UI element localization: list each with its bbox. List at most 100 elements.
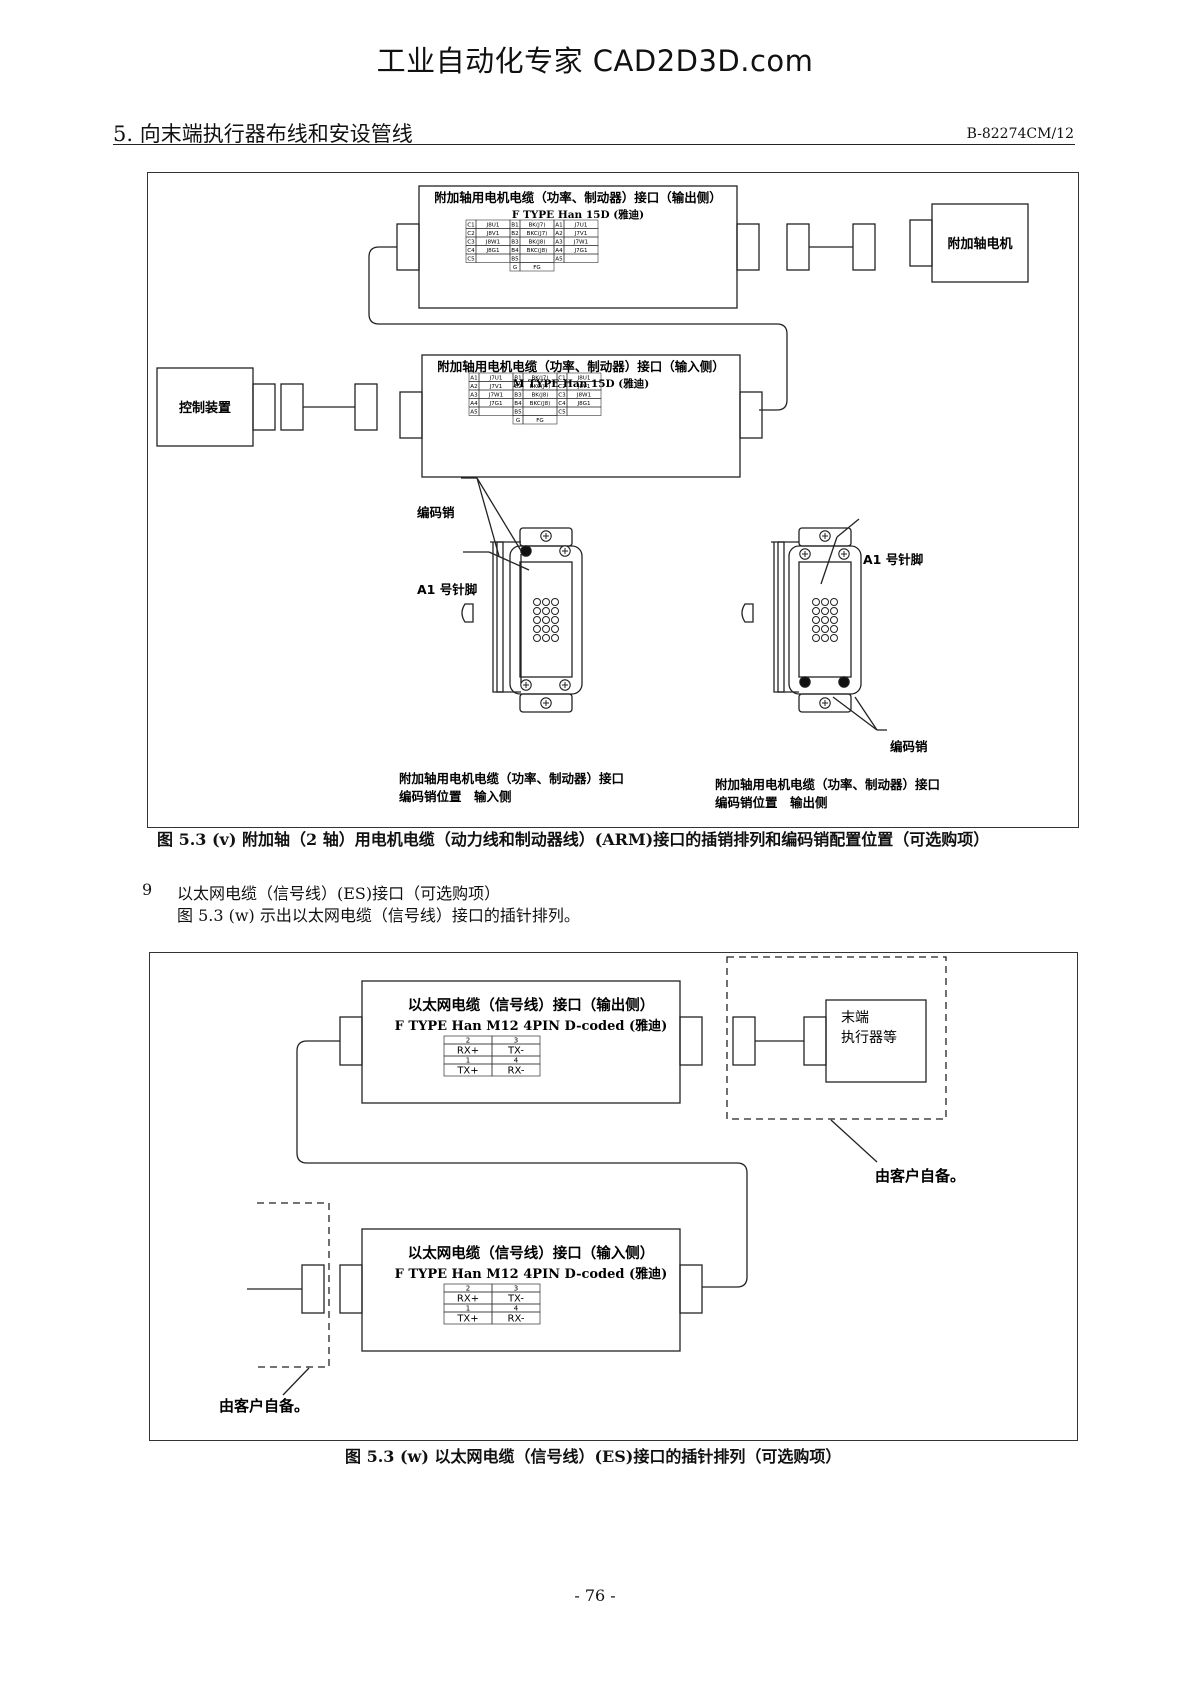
pin-cell-text: B5 bbox=[514, 410, 522, 416]
pin-cell-text: J8G1 bbox=[576, 401, 591, 407]
eth-pin-cell bbox=[491, 1063, 541, 1077]
doc-code: B-82274CM/12 bbox=[966, 126, 1074, 142]
pin-cell-text: J8V1 bbox=[486, 231, 500, 237]
a1-pin-label-left: A1 号针脚 bbox=[417, 582, 477, 597]
pin-hole bbox=[821, 625, 829, 633]
pin-cell-text: J8W1 bbox=[576, 393, 592, 399]
customer-note-leader-bottom bbox=[282, 1367, 310, 1396]
figure-w-caption: 图 5.3 (w) 以太网电缆（信号线）(ES)接口的插针排列（可选购项） bbox=[345, 1447, 842, 1466]
pin-cell bbox=[519, 253, 555, 263]
output-left-plug bbox=[396, 223, 420, 271]
pin-cell-text: J8W1 bbox=[485, 240, 501, 246]
customer-note-bottom: 由客户自备。 bbox=[219, 1397, 309, 1415]
pin-hole bbox=[533, 625, 541, 633]
ground-label-text: FG bbox=[533, 265, 541, 271]
pin-hole bbox=[551, 607, 559, 615]
output-box-subtitle: F TYPE Han 15D (雅迪) bbox=[512, 208, 644, 221]
eth-pin-text: RX- bbox=[508, 1066, 525, 1077]
pin-cell-text: A2 bbox=[555, 231, 562, 237]
end-effector-line2: 执行器等 bbox=[841, 1029, 897, 1046]
controller-label: 控制装置 bbox=[179, 400, 231, 416]
pin-cell-text: A4 bbox=[470, 401, 478, 407]
input-box-subtitle: M TYPE Han 15D (雅迪) bbox=[513, 377, 649, 390]
pin-hole bbox=[542, 634, 550, 642]
pin-cell-text: C5 bbox=[467, 257, 475, 263]
motor-cable-plug-a bbox=[786, 223, 810, 271]
pin-cell-text: A1 bbox=[470, 376, 478, 382]
pin-cell-text: C4 bbox=[558, 401, 566, 407]
pin-hole bbox=[812, 598, 820, 606]
eth-input-title: 以太网电缆（信号线）接口（输入侧） bbox=[408, 1244, 655, 1262]
eth-output-right-plug bbox=[679, 1016, 703, 1066]
figure-w-frame bbox=[149, 952, 1078, 1441]
customer-note-top: 由客户自备。 bbox=[875, 1167, 965, 1185]
pin-cell-text: J7U1 bbox=[574, 223, 588, 229]
eth-input-subtitle: F TYPE Han M12 4PIN D-coded (雅迪) bbox=[395, 1266, 668, 1282]
pin-cell-text: C1 bbox=[467, 223, 475, 229]
item9-text: 图 5.3 (w) 示出以太网电缆（信号线）接口的插针排列。 bbox=[177, 906, 580, 925]
eth-pin-text: RX+ bbox=[457, 1046, 479, 1057]
pin-cell-text: J7W1 bbox=[573, 240, 589, 246]
figure-v-caption: 图 5.3 (v) 附加轴（2 轴）用电机电缆（动力线和制动器线）(ARM)接口… bbox=[157, 830, 990, 849]
coding-pin-leader-right-a bbox=[854, 696, 878, 731]
header-rule bbox=[113, 144, 1075, 145]
input-right-plug bbox=[739, 391, 763, 439]
eth-pin-text: 4 bbox=[514, 1057, 519, 1065]
pin-hole bbox=[551, 634, 559, 642]
pin-hole bbox=[821, 634, 829, 642]
coding-pin-label-left: 编码销 bbox=[417, 505, 455, 520]
pin-cell-text: C5 bbox=[558, 410, 566, 416]
pin-cell-text: B5 bbox=[511, 257, 519, 263]
pin-hole bbox=[551, 616, 559, 624]
eth-pin-text: TX- bbox=[507, 1294, 524, 1305]
pin-hole bbox=[812, 616, 820, 624]
pin-hole bbox=[551, 625, 559, 633]
eth-pin-text: TX+ bbox=[456, 1314, 478, 1325]
pin-cell-text: A5 bbox=[555, 257, 563, 263]
pin-hole bbox=[542, 625, 550, 633]
pin-cell-text: A3 bbox=[555, 240, 563, 246]
pin-cell-text: A2 bbox=[470, 384, 477, 390]
pin-cell-text: B1 bbox=[511, 223, 519, 229]
pin-hole bbox=[830, 616, 838, 624]
a1-pin-label-right: A1 号针脚 bbox=[863, 552, 923, 567]
pin-hole bbox=[542, 598, 550, 606]
pin-cell-text: A3 bbox=[470, 393, 478, 399]
pin-cell-text: J8G1 bbox=[485, 248, 500, 254]
pin-cell-text: A4 bbox=[555, 248, 563, 254]
eth-pin-text: RX- bbox=[508, 1314, 525, 1325]
pin-cell bbox=[563, 253, 599, 263]
input-box-title: 附加轴用电机电缆（功率、制动器）接口（输入侧） bbox=[437, 359, 725, 374]
right-caption-line1: 附加轴用电机电缆（功率、制动器）接口 bbox=[715, 777, 940, 792]
customer-supplied-area-top bbox=[726, 956, 947, 1120]
end-effector-box bbox=[825, 999, 927, 1083]
pin-cell-text: BK(J8) bbox=[531, 393, 548, 399]
eth-pin-text: 2 bbox=[466, 1285, 470, 1293]
coding-pin-label-right: 编码销 bbox=[890, 739, 928, 754]
pin-cell-text: B1 bbox=[514, 376, 522, 382]
pin-cell-text: B2 bbox=[514, 384, 521, 390]
coding-pin-dot bbox=[799, 676, 811, 688]
pin-hole bbox=[830, 625, 838, 633]
pin-cell-text: C4 bbox=[467, 248, 475, 254]
eth-customer-plug-b bbox=[803, 1016, 827, 1066]
eth-pin-text: 1 bbox=[466, 1057, 470, 1065]
pin-cell-text: C3 bbox=[558, 393, 566, 399]
motor-box bbox=[931, 203, 1029, 283]
pin-hole bbox=[821, 607, 829, 615]
pin-hole bbox=[812, 625, 820, 633]
pin-cell-text: J7V1 bbox=[489, 384, 503, 390]
pin-cell-text: J7G1 bbox=[488, 401, 503, 407]
pin-cell-text: C2 bbox=[467, 231, 474, 237]
cable-link bbox=[368, 246, 788, 411]
pin-hole bbox=[542, 616, 550, 624]
pin-hole bbox=[821, 598, 829, 606]
eth-cable-link bbox=[296, 1040, 748, 1288]
eth-pin-text: 4 bbox=[514, 1305, 519, 1313]
pin-cell-text: J7U1 bbox=[489, 376, 503, 382]
controller-cable-plug-a bbox=[280, 383, 304, 431]
motor-cable-plug-b bbox=[852, 223, 876, 271]
pin-cell-text: J7W1 bbox=[488, 393, 504, 399]
pin-cell bbox=[566, 406, 602, 416]
